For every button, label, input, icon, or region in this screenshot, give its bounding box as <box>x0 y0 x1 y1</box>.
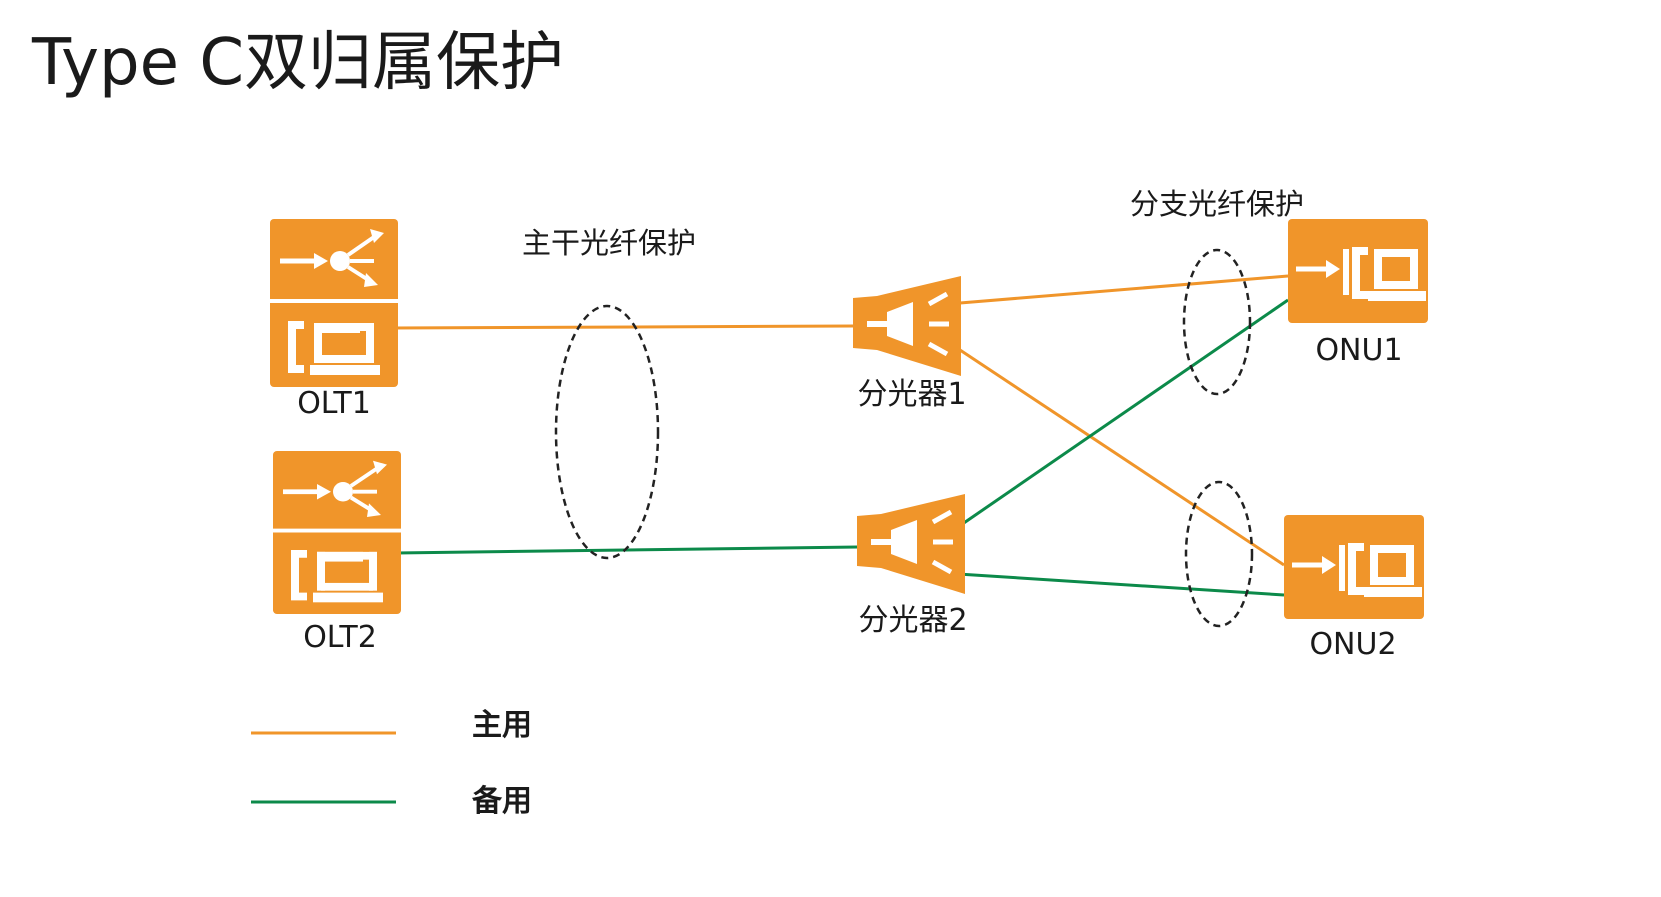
trunk-protection-ring <box>554 304 660 560</box>
link-splitter2-onu1 <box>957 298 1289 529</box>
onu2-label: ONU2 <box>1309 627 1397 662</box>
legend-primary-label: 主用 <box>472 708 532 743</box>
onu1-icon <box>1288 219 1428 323</box>
splitter1-icon <box>853 276 961 376</box>
link-splitter1-onu2 <box>959 348 1285 567</box>
onu2-icon <box>1284 515 1424 619</box>
splitter2-label: 分光器2 <box>858 603 968 638</box>
link-olt1-splitter1 <box>391 324 856 330</box>
page-title: Type C双归属保护 <box>32 26 565 100</box>
link-splitter1-onu1 <box>959 274 1289 305</box>
branch-protection-ring-1 <box>1182 248 1252 396</box>
olt2-icon <box>273 451 401 614</box>
link-splitter2-onu2 <box>957 572 1285 597</box>
olt2-label: OLT2 <box>303 620 377 655</box>
link-olt2-splitter2 <box>395 545 859 555</box>
branch-protection-label: 分支光纤保护 <box>1130 187 1305 221</box>
olt1-icon <box>270 219 398 387</box>
branch-protection-ring-2 <box>1184 480 1254 628</box>
legend-backup-label: 备用 <box>472 784 532 819</box>
olt1-label: OLT1 <box>297 386 371 421</box>
onu1-label: ONU1 <box>1315 333 1403 368</box>
splitter2-icon <box>857 494 965 594</box>
splitter1-label: 分光器1 <box>857 377 967 412</box>
trunk-protection-label: 主干光纤保护 <box>522 226 697 260</box>
